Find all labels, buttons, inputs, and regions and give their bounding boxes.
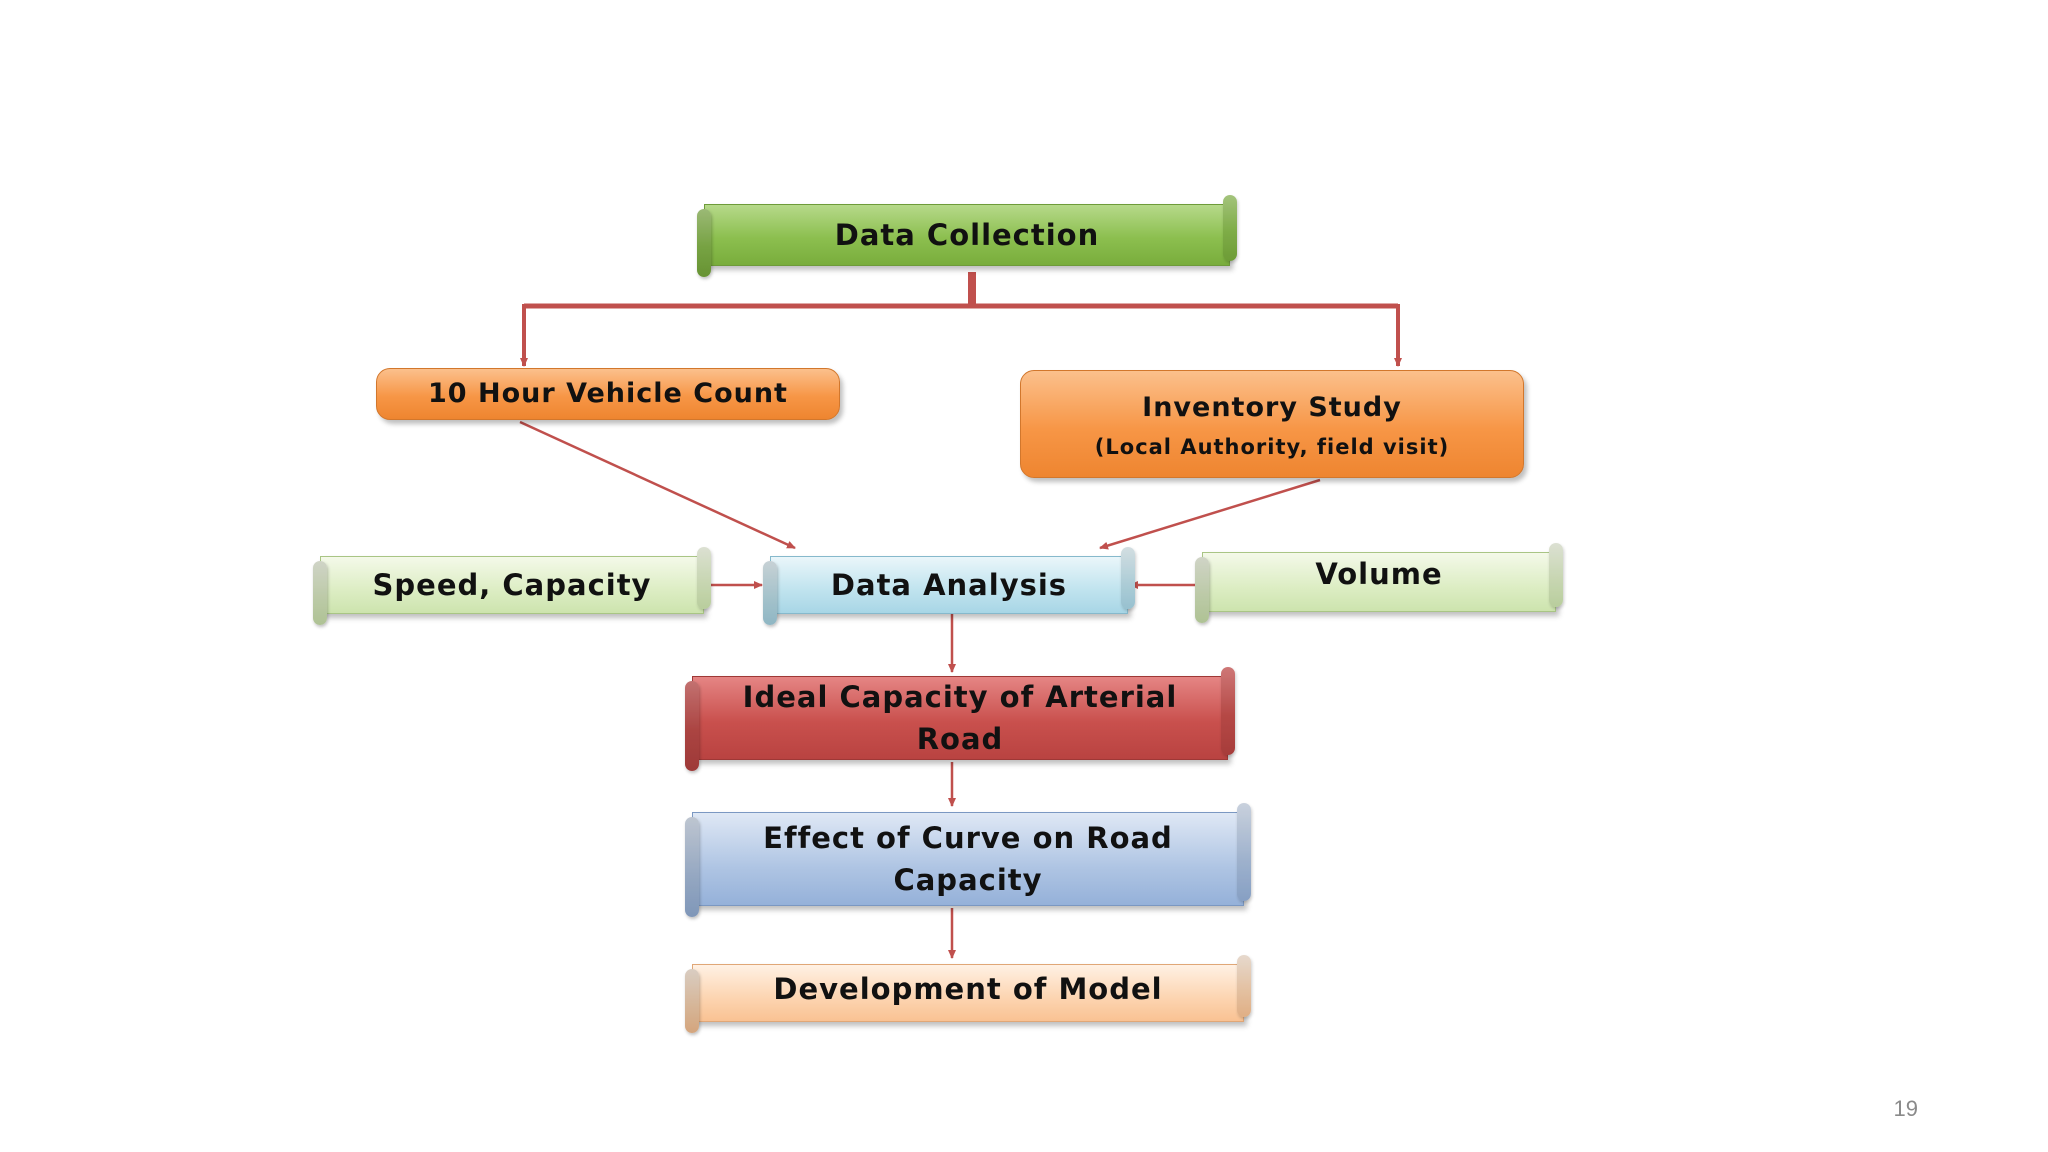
node-model-development: Development of Model [692,964,1244,1022]
arrow-inventory-to-analysis [1099,478,1321,550]
node-vehicle-count: 10 Hour Vehicle Count [376,368,840,420]
node-curve-effect-line2: Capacity [893,863,1043,897]
node-data-collection-label: Data Collection [834,217,1100,252]
node-vehicle-count-label: 10 Hour Vehicle Count [428,378,788,410]
node-data-analysis-label: Data Analysis [830,567,1068,602]
page-number: 19 [1893,1096,1918,1121]
node-ideal-capacity-line1: Ideal Capacity of Arterial [742,679,1178,714]
node-inventory-study: Inventory Study (Local Authority, field … [1020,370,1524,478]
node-inventory-study-note: (Local Authority, field visit) [1094,434,1450,459]
node-speed-capacity: Speed, Capacity [320,556,704,614]
node-data-collection: Data Collection [704,204,1230,266]
node-data-analysis: Data Analysis [770,556,1128,614]
node-volume: Volume [1202,552,1556,612]
node-volume-label: Volume [1315,556,1443,591]
node-model-development-label: Development of Model [773,971,1163,1006]
node-speed-capacity-label: Speed, Capacity [372,567,652,602]
arrow-vehicle-count-to-analysis [519,420,796,550]
node-ideal-capacity: Ideal Capacity of Arterial Road [692,676,1228,760]
node-curve-effect-line1: Effect of Curve on Road [763,820,1173,855]
node-ideal-capacity-line2: Road [916,722,1004,756]
node-curve-effect: Effect of Curve on Road Capacity [692,812,1244,906]
node-inventory-study-label: Inventory Study [1142,391,1402,423]
